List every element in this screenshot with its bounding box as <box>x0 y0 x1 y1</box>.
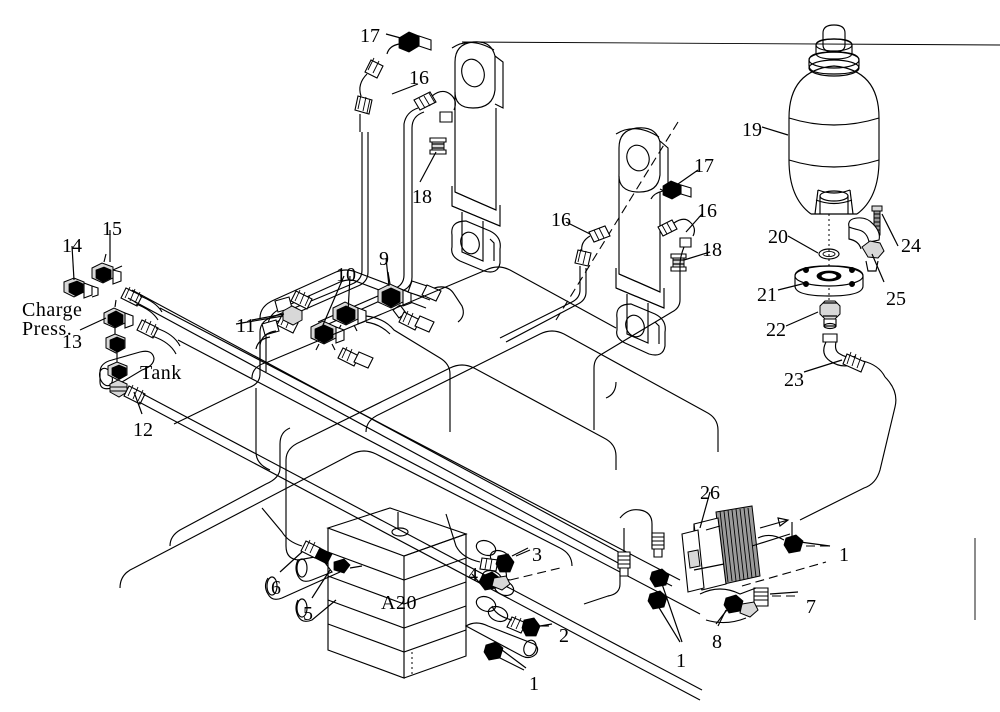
text-tpress: Press. <box>22 318 73 340</box>
callout-16-5: 16 <box>697 200 717 222</box>
callout-8-27: 8 <box>712 631 722 653</box>
cylinder-right <box>555 121 679 356</box>
callout-21-9: 21 <box>757 284 777 306</box>
callout-4-30: 4 <box>468 564 478 586</box>
hose-routing-network <box>119 266 897 589</box>
callout-3-29: 3 <box>532 544 542 566</box>
callout-12-20: 12 <box>133 419 153 441</box>
fitting-cluster-right-cylinder <box>499 180 696 430</box>
fitting-cluster-centre <box>173 269 464 432</box>
callout-6-33: 6 <box>271 577 281 599</box>
valve-block-assembly <box>681 505 827 593</box>
callout-19-7: 19 <box>742 119 762 141</box>
port-group-left <box>63 253 703 701</box>
callout-17-0: 17 <box>360 25 380 47</box>
text-tcharge: Charge <box>22 299 83 321</box>
callout-15-15: 15 <box>102 218 122 240</box>
callout-22-10: 22 <box>766 319 786 341</box>
top-reference-line <box>461 41 1000 46</box>
callout-2-31: 2 <box>559 625 569 647</box>
callout-16-1: 16 <box>409 67 429 89</box>
manifold-block <box>264 507 539 679</box>
leader-lines <box>71 33 899 669</box>
callout-1-25: 1 <box>839 544 849 566</box>
callout-17-3: 17 <box>694 155 714 177</box>
callout-7-26: 7 <box>806 596 816 618</box>
callout-9-23: 9 <box>379 248 389 270</box>
accumulator-clamp-group <box>848 205 885 272</box>
callout-11-21: 11 <box>236 315 256 337</box>
callout-1-28: 1 <box>676 650 686 672</box>
cylinder-left <box>451 41 504 273</box>
callout-23-11: 23 <box>784 369 804 391</box>
callout-16-4: 16 <box>551 209 571 231</box>
manifold-fittings <box>261 507 561 671</box>
callout-24-12: 24 <box>901 235 921 257</box>
accumulator-body <box>788 24 880 215</box>
callout-20-8: 20 <box>768 226 788 248</box>
callout-5-34: 5 <box>303 603 313 625</box>
callout-14-14: 14 <box>62 235 82 257</box>
callout-13-18: 13 <box>62 331 82 353</box>
callout-10-22: 10 <box>336 264 356 286</box>
callout-26-24: 26 <box>700 482 720 504</box>
callout-25-13: 25 <box>886 288 906 310</box>
callout-18-6: 18 <box>702 239 722 261</box>
callout-1-32: 1 <box>529 673 539 695</box>
callout-18-2: 18 <box>412 186 432 208</box>
text-ttank: Tank <box>140 362 182 384</box>
accumulator-port-stack <box>794 214 886 378</box>
text-ta20: A20 <box>381 592 417 614</box>
